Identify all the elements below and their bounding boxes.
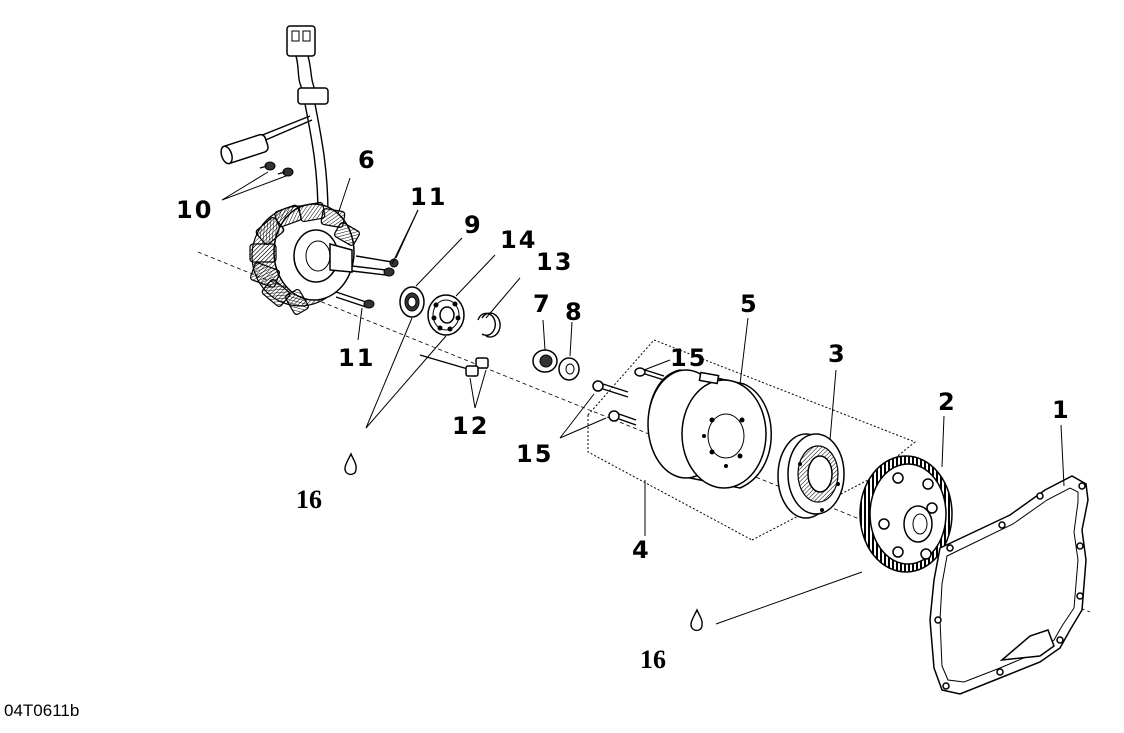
callout-labels: 1 2 3 4 5 6 7 8 9 10 11 11 12 13 14 15 1… (176, 146, 1071, 674)
bearing (427, 294, 465, 336)
figure-code: 04T0611b (4, 701, 79, 720)
callout-6: 6 (358, 146, 377, 174)
leader-lines (221, 171, 1065, 625)
nut (532, 349, 558, 373)
stator-coils-icon (249, 201, 361, 316)
callout-14: 14 (500, 226, 537, 254)
callout-9: 9 (464, 211, 483, 239)
callout-12: 12 (452, 412, 489, 440)
callout-1: 1 (1052, 396, 1071, 424)
callout-4: 4 (632, 536, 651, 564)
callout-8: 8 (565, 298, 584, 326)
callout-13: 13 (536, 248, 573, 276)
washer (558, 357, 580, 381)
circlip (477, 312, 501, 338)
callout-2: 2 (938, 388, 957, 416)
connector-icon (286, 25, 316, 57)
callout-15-upper: 15 (670, 344, 707, 372)
callout-11-upper: 11 (410, 183, 447, 211)
callout-5: 5 (740, 290, 759, 318)
callout-16-bottom: 16 (640, 645, 666, 674)
dowel-pins (419, 354, 489, 377)
oil-seal (399, 286, 425, 318)
stator-assembly (220, 25, 399, 316)
oil-drop-icon (344, 452, 357, 476)
oil-drop-icon (690, 608, 703, 632)
callout-10: 10 (176, 196, 213, 224)
rotor-flywheel (587, 339, 916, 541)
starter-clutch (777, 433, 845, 519)
callout-11-lower: 11 (338, 344, 375, 372)
cover-gasket (929, 475, 1089, 695)
callout-7: 7 (533, 290, 552, 318)
callout-15-lower: 15 (516, 440, 553, 468)
callout-16-left: 16 (296, 485, 322, 514)
starter-gear (859, 455, 953, 573)
callout-3: 3 (828, 340, 847, 368)
